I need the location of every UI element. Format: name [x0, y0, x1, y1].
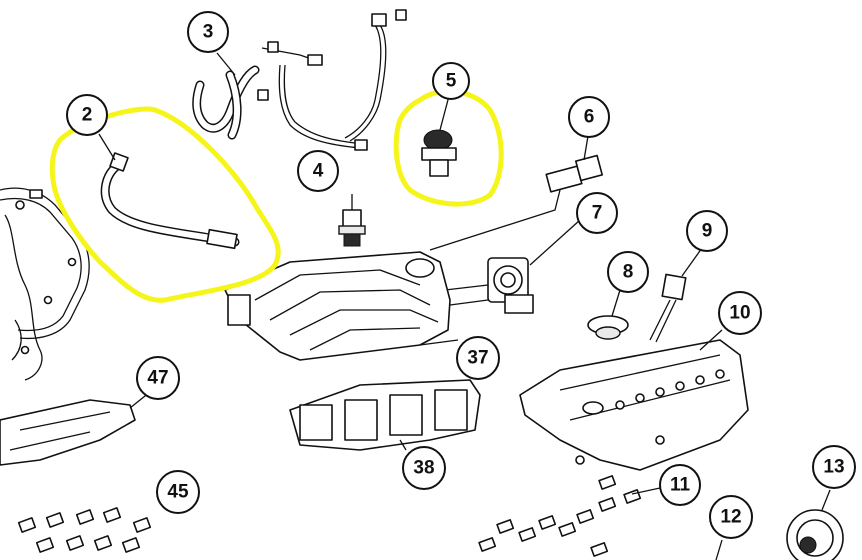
wiring-harness-left	[0, 187, 90, 381]
callout-4: 4	[297, 150, 339, 192]
callout-label: 12	[720, 507, 741, 528]
callout-label: 13	[823, 457, 844, 478]
callout-11: 11	[659, 464, 701, 506]
sensor-part-4	[338, 194, 366, 247]
oil-cap-part-8	[587, 289, 629, 340]
callout-5: 5	[432, 62, 470, 100]
callout-38: 38	[402, 446, 446, 490]
callout-8: 8	[607, 251, 649, 293]
callout-6: 6	[568, 96, 610, 138]
callout-label: 6	[584, 107, 595, 128]
callout-37: 37	[456, 336, 500, 380]
valve-cover-part-10	[519, 329, 749, 471]
callout-label: 3	[203, 22, 214, 43]
callout-45: 45	[156, 470, 200, 514]
callout-label: 8	[623, 262, 634, 283]
hose-part-2	[100, 152, 240, 250]
callout-10: 10	[718, 291, 762, 335]
pointer-part-12	[715, 539, 723, 560]
callout-label: 38	[413, 458, 434, 479]
highlight-around-part-5	[393, 88, 504, 207]
callout-12: 12	[709, 495, 753, 539]
callout-label: 45	[167, 482, 189, 503]
callout-47: 47	[136, 356, 180, 400]
callout-9: 9	[686, 210, 728, 252]
callout-2: 2	[66, 94, 116, 161]
intake-manifold-part-37	[224, 251, 459, 361]
highlight-around-part-2	[49, 106, 281, 303]
throttle-body-part-7	[444, 219, 581, 314]
callout-label: 5	[446, 71, 457, 92]
valve-part-5	[421, 95, 457, 177]
bracket-part-47	[0, 391, 151, 466]
callout-label: 7	[592, 203, 603, 224]
callout-label: 11	[670, 475, 691, 496]
clips-part-45	[17, 507, 152, 553]
lower-manifold-part-38	[289, 379, 481, 451]
hose-assembly-part-3	[192, 9, 407, 151]
callout-label: 9	[702, 221, 713, 242]
callout-13: 13	[812, 445, 856, 489]
clips-part-11	[478, 475, 661, 557]
callout-label: 47	[147, 368, 168, 389]
callout-7: 7	[576, 192, 618, 234]
callout-label: 10	[729, 303, 750, 324]
sensor-part-9	[649, 247, 703, 343]
callout-label: 2	[82, 105, 93, 126]
pulley-part-13	[786, 489, 844, 560]
callout-3: 3	[187, 11, 236, 76]
sensor-part-6	[429, 135, 604, 251]
callout-label: 37	[467, 348, 488, 369]
callout-label: 4	[313, 161, 324, 182]
